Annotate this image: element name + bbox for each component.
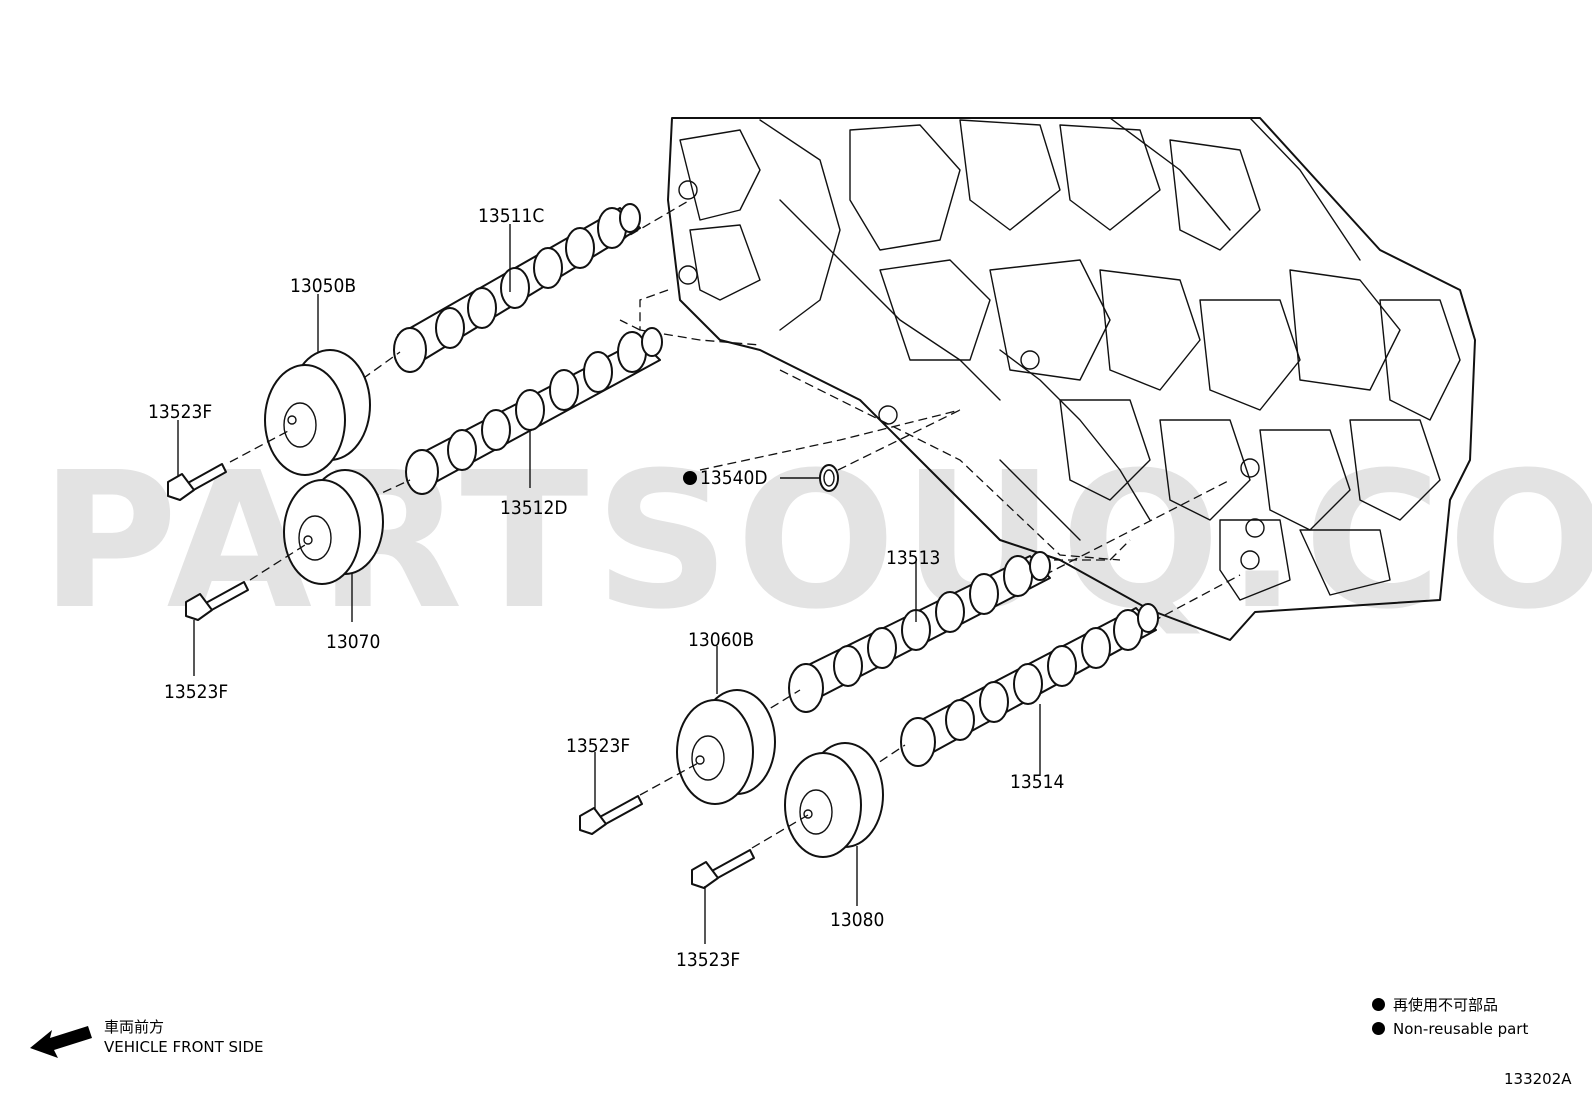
legend-en-text: Non-reusable part: [1393, 1020, 1529, 1038]
bullet-icon: [1372, 1022, 1385, 1035]
watermark: PARTSOUQ.COM: [40, 432, 1592, 651]
label-camshaft-13512d: 13512D: [500, 497, 568, 519]
bolt-2: [185, 544, 306, 621]
diagram-code: 133202A: [1504, 1070, 1572, 1088]
sprocket-13050b: [264, 349, 401, 476]
bolt-4: [691, 814, 809, 889]
label-bolt-3: 13523F: [566, 735, 630, 757]
label-camshaft-13511c: 13511C: [478, 205, 544, 227]
label-sprocket-13060b: 13060B: [688, 629, 754, 651]
vehicle-front-arrow-icon: [30, 1026, 92, 1058]
label-o-ring-13540d: 13540D: [700, 467, 768, 489]
camshaft-13511c: [393, 199, 691, 373]
legend-jp-text: 再使用不可部品: [1393, 996, 1499, 1014]
label-bolt-2: 13523F: [164, 681, 228, 703]
label-sprocket-13080: 13080: [830, 909, 884, 931]
label-bolt-1: 13523F: [148, 401, 212, 423]
label-sprocket-13070: 13070: [326, 631, 380, 653]
legend-en: Non-reusable part: [1372, 1020, 1528, 1038]
label-bolt-4: 13523F: [676, 949, 740, 971]
label-camshaft-13513: 13513: [886, 547, 940, 569]
label-camshaft-13514: 13514: [1010, 771, 1064, 793]
legend-jp: 再使用不可部品: [1372, 994, 1498, 1015]
direction-jp: 車両前方: [104, 1018, 165, 1036]
sprocket-13060b: [676, 689, 801, 805]
non-reusable-marker: [683, 471, 697, 485]
sprocket-13080: [784, 742, 906, 858]
direction-en: VEHICLE FRONT SIDE: [104, 1038, 264, 1056]
camshaft-13513: [788, 479, 1231, 713]
label-sprocket-13050b: 13050B: [290, 275, 356, 297]
camshaft-13514: [900, 574, 1241, 767]
bullet-icon: [1372, 998, 1385, 1011]
bolt-3: [579, 761, 701, 835]
bolt-1: [167, 429, 291, 501]
cylinder-head: [667, 117, 1476, 641]
sprocket-13070: [283, 469, 411, 585]
